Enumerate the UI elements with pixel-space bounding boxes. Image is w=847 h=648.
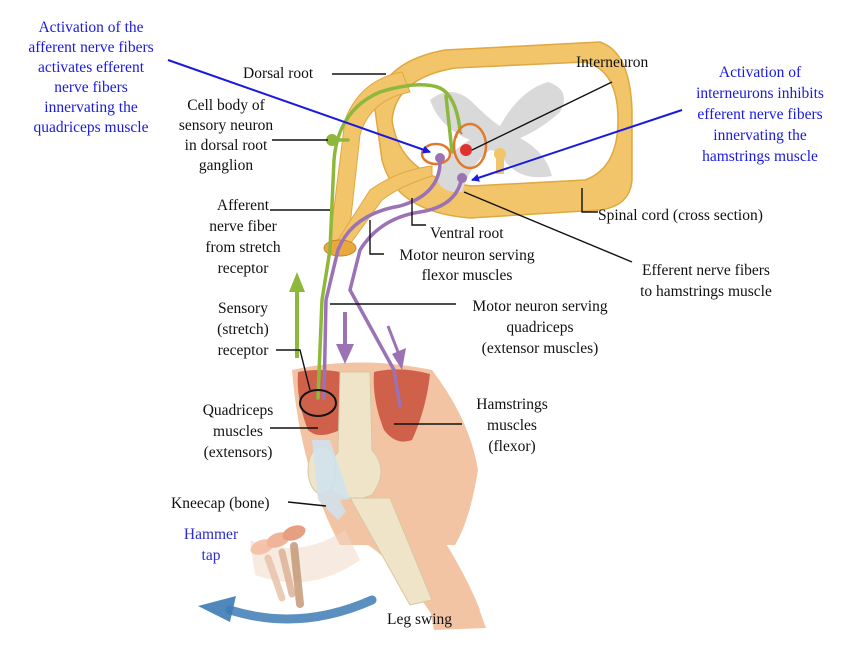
leg-swing-ghost [250, 530, 360, 583]
motor-down-arrowhead-quadriceps [336, 344, 354, 364]
inhibition-note-line-3: efferent nerve fibers [697, 106, 823, 123]
label-interneuron: Interneuron [576, 54, 649, 71]
label-afferent-fiber: Afferent nerve fiber from stretch recept… [190, 195, 296, 279]
afferent-note-line-3: activates efferent [38, 59, 144, 76]
motor-quadriceps-line-2: quadriceps [506, 319, 574, 336]
central-canal [496, 154, 504, 174]
afferent-note-line-1: Activation of the [38, 19, 144, 36]
sensory-up-arrowhead [289, 272, 305, 292]
label-motor-quadriceps: Motor neuron serving quadriceps (extenso… [456, 296, 624, 359]
cell-body-line-1: Cell body of [187, 97, 265, 114]
label-ventral-root: Ventral root [430, 225, 504, 242]
sensory-cell-body [326, 134, 338, 146]
motor-cell-body-quadriceps [435, 153, 445, 163]
afferent-fiber-line-2: nerve fiber [209, 218, 277, 235]
sensory-receptor-line-1: Sensory [218, 300, 268, 317]
afferent-fiber-line-1: Afferent [216, 197, 270, 214]
inhibition-note-line-1: Activation of [718, 64, 802, 81]
hamstrings-line-2: muscles [487, 417, 537, 434]
label-efferent-hamstrings: Efferent nerve fibers to hamstrings musc… [622, 260, 790, 302]
tibia [349, 497, 433, 606]
leg-swing-arrowhead [198, 596, 236, 622]
cell-body-line-4: ganglion [198, 157, 254, 174]
leg [292, 362, 486, 630]
interneuron-inhibition-note: Activation of interneurons inhibits effe… [676, 62, 844, 167]
cell-body-line-3: in dorsal root [184, 137, 268, 154]
label-spinal-cord: Spinal cord (cross section) [598, 207, 763, 224]
efferent-line-2: to hamstrings muscle [640, 283, 772, 300]
motor-quadriceps-line-3: (extensor muscles) [481, 340, 599, 357]
reflex-hammer [250, 525, 306, 608]
afferent-note-line-5: innervating the [44, 99, 138, 116]
label-sensory-receptor: Sensory (stretch) receptor [200, 298, 286, 361]
motor-flexor-line-2: flexor muscles [421, 267, 513, 284]
motor-quadriceps-line-1: Motor neuron serving [472, 298, 608, 315]
quadriceps-line-1: Quadriceps [202, 402, 274, 419]
hammer-tap-line-2: tap [201, 547, 221, 564]
motor-down-arrowhead-hamstrings [392, 348, 406, 370]
leader-lines [270, 73, 633, 507]
label-leg-swing: Leg swing [387, 611, 453, 628]
label-quadriceps: Quadriceps muscles (extensors) [190, 400, 286, 463]
interneuron-annotation-arrow [471, 109, 683, 182]
afferent-annotation-arrow [167, 59, 431, 154]
efferent-line-1: Efferent nerve fibers [642, 262, 770, 279]
afferent-fiber-line-4: receptor [217, 260, 269, 277]
inhibition-note-line-5: hamstrings muscle [702, 148, 818, 165]
afferent-note-line-6: quadriceps muscle [33, 119, 149, 136]
afferent-note-line-2: afferent nerve fibers [28, 39, 154, 56]
foot [428, 600, 486, 630]
sensory-receptor-line-3: receptor [217, 342, 269, 359]
cell-body-line-2: sensory neuron [178, 117, 274, 134]
inhibition-note-line-4: innervating the [713, 127, 807, 144]
hamstrings-line-1: Hamstrings [476, 396, 548, 413]
label-kneecap: Kneecap (bone) [171, 495, 270, 512]
label-motor-flexor: Motor neuron serving flexor muscles [384, 246, 550, 286]
motor-neurons [322, 156, 464, 408]
hammer-tap-line-1: Hammer [183, 526, 239, 543]
ventral-root-tissue [337, 165, 433, 245]
motor-flexor-line-1: Motor neuron serving [399, 247, 535, 264]
leg-swing-arrow [225, 595, 377, 624]
inhibition-note-line-2: interneurons inhibits [696, 85, 824, 102]
quadriceps-line-2: muscles [213, 423, 263, 440]
motor-cell-body-hamstrings [457, 173, 467, 183]
afferent-fiber-line-3: from stretch [205, 239, 281, 256]
label-dorsal-root: Dorsal root [243, 65, 314, 82]
interneuron-cell [420, 122, 488, 170]
label-cell-body: Cell body of sensory neuron in dorsal ro… [166, 96, 286, 176]
quadriceps-line-3: (extensors) [203, 444, 273, 461]
label-hammer-tap: Hammer tap [178, 524, 244, 566]
hamstrings-line-3: (flexor) [488, 438, 536, 455]
stretch-receptor-marker [299, 389, 337, 417]
afferent-activation-note: Activation of the afferent nerve fibers … [6, 18, 176, 138]
label-hamstrings: Hamstrings muscles (flexor) [462, 394, 562, 457]
sensory-receptor-line-2: (stretch) [217, 321, 269, 338]
motor-down-arrow-hamstrings [386, 325, 400, 353]
afferent-note-line-4: nerve fibers [54, 79, 128, 96]
